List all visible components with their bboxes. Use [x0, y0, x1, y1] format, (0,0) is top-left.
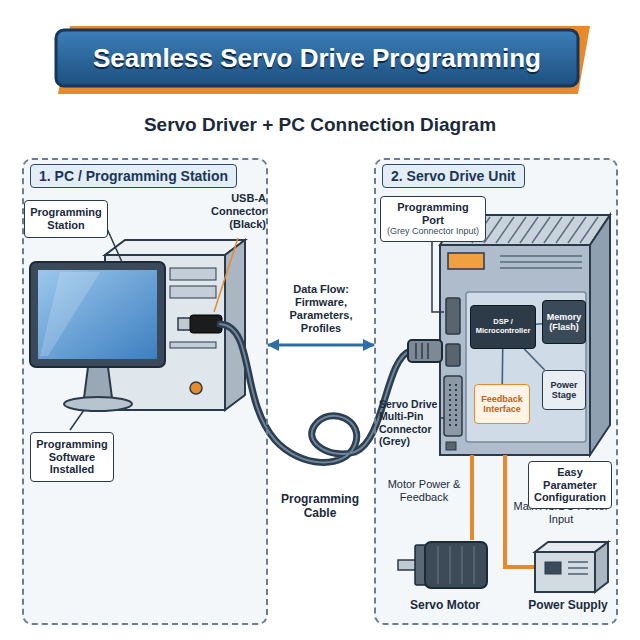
data-flow-arrow [268, 344, 374, 347]
servo-motor [425, 542, 487, 588]
diagram-title: Seamless Servo Drive Programming [56, 30, 578, 86]
servo-drive [466, 292, 586, 442]
part-label: Servo Drive Multi-Pin Connector (Grey) [379, 398, 439, 448]
callout-box: Programming Port(Grey Connector Input) [380, 196, 486, 242]
pc-tower [190, 382, 202, 394]
servo-drive [500, 256, 582, 268]
servo-drive [450, 384, 456, 428]
processor-chip: DSP / Microcontroller [470, 305, 536, 349]
pc-tower [170, 286, 216, 298]
part-label: Servo Motor [395, 598, 495, 612]
edge-label: Data Flow: Firmware, Parameters, Profile… [275, 283, 367, 335]
part-label: Power Supply [520, 598, 616, 612]
memory-chip: Memory (Flash) [542, 300, 586, 344]
signal-label: Motor Power & Feedback [381, 478, 467, 504]
servo-drive [440, 215, 610, 455]
box-text: DSP / Microcontroller [473, 318, 533, 335]
interface-box: Feedback Interface [474, 384, 530, 424]
power-stage-box: Power Stage [542, 370, 586, 410]
monitor [84, 367, 112, 398]
pc-tower [105, 240, 245, 255]
region-panel: 2. Servo Drive UnitProgramming Port(Grey… [374, 158, 618, 625]
box-text: (Grey Connector Input) [385, 226, 481, 236]
callout-box: Programming Software Installed [30, 432, 114, 482]
panel-heading: 1. PC / Programming Station [30, 164, 237, 188]
power-wires [470, 455, 474, 540]
box-text: Feedback Interface [477, 394, 527, 415]
servo-drive [446, 298, 460, 334]
leader-lines [441, 417, 444, 419]
part-label: USB-A Connector (Black) [204, 192, 266, 231]
bus-line [501, 349, 503, 384]
title-banner [56, 26, 590, 94]
drive-plug [408, 340, 442, 362]
box-text: Memory (Flash) [545, 312, 583, 333]
pc-tower [170, 268, 216, 280]
banner [56, 30, 578, 86]
callout-box: Easy Parameter Configuration [528, 461, 612, 509]
leader-lines [432, 240, 444, 312]
monitor [30, 262, 165, 367]
panel-grounds [22, 158, 618, 625]
box-text: Programming Station [29, 206, 103, 231]
servo-motor [398, 542, 487, 588]
servo-drive [590, 215, 610, 455]
region-panel: 1. PC / Programming StationProgramming S… [22, 158, 268, 625]
subtitle: Servo Driver + PC Connection Diagram [20, 114, 620, 136]
panel-ground [22, 158, 268, 625]
monitor [38, 270, 157, 359]
power-supply [568, 562, 588, 574]
power-supply [535, 552, 595, 592]
servo-drive [448, 253, 484, 269]
box-text: Programming Software Installed [35, 438, 109, 476]
box-text: Power Stage [545, 380, 583, 401]
drive-plug [408, 340, 442, 362]
servo-drive [446, 344, 460, 366]
usb-plug [178, 315, 222, 333]
servo-motor [398, 560, 417, 570]
monitor [64, 397, 132, 411]
part-label: Programming Cable [270, 492, 370, 520]
servo-motor [438, 546, 474, 584]
panel-heading: 2. Servo Drive Unit [382, 164, 525, 188]
box-text: Programming Port [385, 201, 481, 226]
callout-box: Programming Station [24, 200, 108, 238]
servo-drive [472, 217, 598, 243]
power-supply [535, 542, 608, 592]
bus-line [524, 349, 544, 370]
panel-ground [374, 158, 618, 625]
leader-lines [214, 238, 238, 312]
power-supply [595, 542, 608, 592]
pc-tower [170, 342, 216, 348]
monitor [30, 262, 165, 411]
monitor [40, 272, 100, 356]
servo-drive [440, 245, 590, 455]
servo-drive [446, 442, 456, 450]
power-supply [545, 562, 561, 574]
drive-plug [416, 343, 428, 359]
box-text: Easy Parameter Configuration [533, 466, 607, 504]
leader-lines [70, 410, 84, 430]
servo-drive [444, 376, 462, 436]
